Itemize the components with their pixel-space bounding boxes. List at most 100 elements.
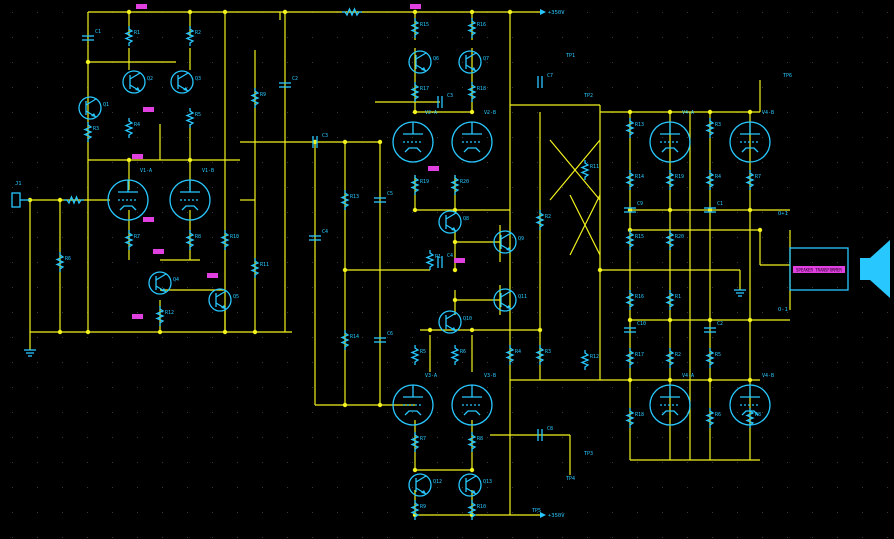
- resistor-icon: R4: [124, 118, 140, 138]
- speaker-transformer-label: SPEAKER TRANSFORMER: [796, 268, 842, 273]
- resistor-ref-label: R5: [420, 349, 426, 355]
- resistor-icon: R2: [185, 26, 201, 46]
- resistor-ref-label: R10: [230, 234, 239, 240]
- positive-rail-label: +350V: [548, 10, 565, 16]
- capacitor-ref-label: C5: [387, 191, 393, 197]
- resistor-ref-label: R10: [477, 504, 486, 510]
- net-tag: [132, 154, 143, 159]
- resistor-ref-label: R6: [65, 256, 71, 262]
- resistor-ref-label: R18: [477, 86, 486, 92]
- resistor-ref-label: R13: [350, 194, 359, 200]
- tube-ref-label: V1-B: [202, 168, 214, 174]
- capacitor-ref-label: C9: [637, 201, 643, 207]
- resistor-icon: R18: [625, 408, 644, 428]
- transistor-ref-label: Q12: [433, 479, 442, 485]
- capacitor-ref-label: C1: [717, 201, 723, 207]
- resistor-ref-label: R19: [675, 174, 684, 180]
- resistor-ref-label: R7: [755, 174, 761, 180]
- transistor-ref-label: Q6: [433, 56, 439, 62]
- tube-ref-label: V4-B: [762, 373, 774, 379]
- net-tag: [410, 4, 421, 9]
- resistor-ref-label: R11: [260, 262, 269, 268]
- capacitor-ref-label: C2: [292, 76, 298, 82]
- vacuum-tube-icon: V2-A: [392, 110, 437, 163]
- capacitor-ref-label: C4: [447, 253, 453, 259]
- connector-label: J1: [15, 181, 22, 187]
- resistor-icon: R13: [340, 190, 359, 210]
- resistor-ref-label: R9: [420, 504, 426, 510]
- rail-arrow-icon: [540, 9, 546, 518]
- transistor-ref-label: Q11: [518, 294, 527, 300]
- resistor-icon: R6: [705, 408, 721, 428]
- resistor-icon: R7: [745, 170, 761, 190]
- resistor-icon: R4: [505, 345, 521, 365]
- resistor-icon: R20: [665, 230, 684, 250]
- resistor-icon: R7: [410, 432, 426, 452]
- resistor-ref-label: R1: [134, 30, 140, 36]
- transistor-icon: Q4: [148, 271, 179, 295]
- resistor-icon: R8: [745, 408, 761, 428]
- resistor-icon: R5: [410, 345, 426, 365]
- resistor-icon: R2: [535, 210, 551, 230]
- tube-ref-label: V3-B: [484, 373, 496, 379]
- input-connector-icon: [11, 192, 30, 208]
- resistor-icon: R12: [580, 350, 599, 370]
- resistor-icon: R1: [124, 26, 140, 46]
- test-point-label: TP5: [532, 508, 541, 514]
- vacuum-tube-icon: V3-B: [451, 373, 496, 426]
- speaker-icon: [860, 240, 890, 298]
- tube-ref-label: V2-B: [484, 110, 496, 116]
- capacitor-icon: C4: [437, 253, 453, 268]
- resistor-ref-label: R14: [350, 334, 359, 340]
- resistor-icon: R2: [665, 348, 681, 368]
- capacitor-icon: C1: [704, 201, 723, 213]
- transistor-ref-label: Q10: [463, 316, 472, 322]
- resistor-icon: R20: [450, 175, 469, 195]
- resistor-icon: R6: [450, 345, 466, 365]
- capacitor-icon: C2: [704, 321, 723, 333]
- transistor-ref-label: Q1: [103, 102, 109, 108]
- test-point-label: TP2: [584, 93, 593, 99]
- tube-ref-label: V4-B: [762, 110, 774, 116]
- tube-ref-label: V2-A: [425, 110, 437, 116]
- capacitor-ref-label: C8: [547, 426, 553, 432]
- resistor-ref-label: R17: [420, 86, 429, 92]
- resistor-ref-label: R6: [460, 349, 466, 355]
- capacitor-ref-label: C6: [387, 331, 393, 337]
- resistor-icon: R7: [124, 230, 140, 250]
- transistor-icon: Q12: [408, 473, 442, 497]
- capacitor-ref-label: C1: [95, 29, 101, 35]
- vacuum-tube-icon: V4-A: [649, 373, 694, 426]
- capacitor-icon: C9: [624, 201, 643, 213]
- negative-rail-label: +350V: [548, 513, 565, 519]
- test-point-label: TP4: [566, 476, 575, 482]
- resistor-icon: R5: [705, 348, 721, 368]
- transistor-ref-label: Q9: [518, 236, 524, 242]
- output-label-negative: O-1: [778, 307, 788, 313]
- resistor-icon: R14: [340, 330, 359, 350]
- resistor-icon: [64, 195, 84, 205]
- transistor-icon: Q8: [438, 210, 469, 234]
- capacitor-icon: C10: [624, 321, 646, 333]
- resistor-icon: R19: [410, 175, 429, 195]
- wiring: [29, 11, 791, 516]
- resistor-ref-label: R8: [755, 412, 761, 418]
- tube-ref-label: V3-A: [425, 373, 437, 379]
- resistor-ref-label: R12: [590, 354, 599, 360]
- tube-ref-label: V4-A: [682, 373, 694, 379]
- transistor-icon: Q2: [122, 70, 153, 94]
- resistor-icon: R19: [665, 170, 684, 190]
- resistor-icon: R6: [55, 252, 71, 272]
- capacitor-icon: C3: [312, 133, 328, 148]
- resistor-icon: R14: [625, 170, 644, 190]
- resistor-ref-label: R17: [635, 352, 644, 358]
- transistor-ref-label: Q7: [483, 56, 489, 62]
- transistor-ref-label: Q2: [147, 76, 153, 82]
- resistor-icon: R1: [665, 290, 681, 310]
- resistor-ref-label: R4: [715, 174, 721, 180]
- resistor-ref-label: R4: [515, 349, 521, 355]
- transistor-icon: Q10: [438, 310, 472, 334]
- output-label-positive: O+1: [778, 211, 788, 217]
- resistor-icon: R17: [625, 348, 644, 368]
